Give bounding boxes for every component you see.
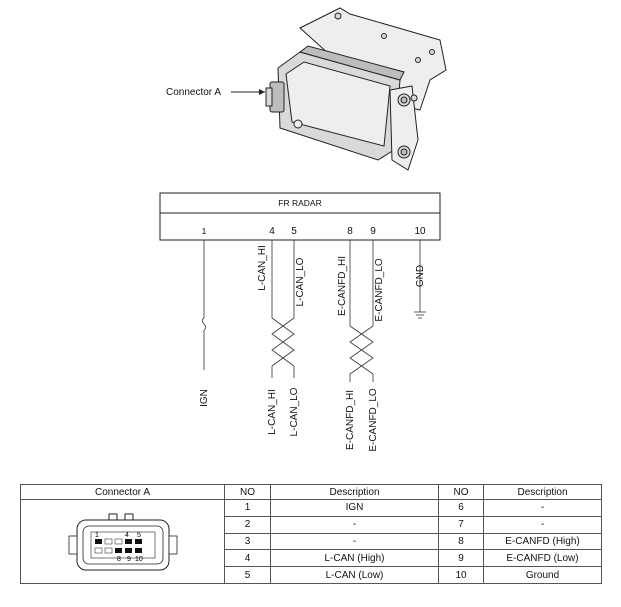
pin-no: 6 [438,499,484,517]
wire-end-label-ign: IGN [199,389,210,407]
pin-description: E-CANFD (Low) [483,549,602,568]
fr-radar-module-box [159,192,441,241]
face-label-9: 9 [127,556,131,563]
table-row: 2 - 7 - [21,515,602,534]
pin-number-5: 5 [291,226,297,237]
pin-description: IGN [270,499,439,517]
table-row: 5 L-CAN (Low) 10 Ground [21,566,602,584]
wire-label-gnd: GND [415,265,426,287]
connector-face-drawing: 1 4 5 8 9 10 [68,513,178,571]
header-connector: Connector A [20,484,225,500]
wire-pair-l-can [271,240,295,378]
wire-label-l-can-lo: L-CAN_LO [295,257,306,306]
pin-no: 4 [224,549,271,568]
wire-end-label-l-can-hi: L-CAN_HI [267,389,278,435]
pin-no: 8 [438,532,484,551]
pin-no: 2 [224,515,271,534]
callout-arrowhead [259,89,265,95]
pin-no: 7 [438,515,484,534]
header-no-2: NO [438,484,484,500]
connector-a-callout-label: Connector A [166,87,221,98]
wire-end-label-e-canfd-hi: E-CANFD_HI [345,390,356,450]
face-label-1: 1 [95,532,99,539]
header-description-2: Description [483,484,602,500]
wire-label-e-canfd-hi: E-CANFD_HI [337,256,348,316]
pin-number-4: 4 [269,226,275,237]
wire-pin-10 [414,240,426,319]
table-row: 1 4 5 8 9 10 1 IGN 6 - [20,499,602,584]
pin-no: 9 [438,549,484,568]
pin-description: - [483,515,602,534]
pin-description: L-CAN (Low) [270,566,439,584]
pin-description: Ground [483,566,602,584]
wire-label-e-canfd-lo: E-CANFD_LO [374,258,385,322]
wire-label-l-can-hi: L-CAN_HI [257,245,268,291]
pin-number-1: 1 [202,226,207,236]
connector-face-cell: 1 4 5 8 9 10 [20,499,225,584]
pin-description: - [483,499,602,517]
face-label-5: 5 [137,532,141,539]
table-row: 3 - 8 E-CANFD (High) [21,532,602,551]
pin-number-9: 9 [370,226,376,237]
module-title: FR RADAR [278,198,321,208]
pin-no: 3 [224,532,271,551]
radar-unit-illustration [265,7,447,171]
header-description-1: Description [270,484,439,500]
pin-number-10: 10 [414,226,426,237]
wire-pin-1 [201,240,207,370]
header-no-1: NO [224,484,271,500]
wire-end-label-l-can-lo: L-CAN_LO [289,387,300,436]
pin-no: 1 [224,499,271,517]
table-header-row: Connector A NO Description NO Descriptio… [20,484,602,500]
face-label-4: 4 [125,532,129,539]
wire-pair-e-canfd [349,240,374,382]
pin-no: 10 [438,566,484,584]
pin-description: L-CAN (High) [270,549,439,568]
connector-pin-table: Connector A NO Description NO Descriptio… [20,484,602,584]
table-row: 4 L-CAN (High) 9 E-CANFD (Low) [21,549,602,568]
face-label-8: 8 [117,556,121,563]
pin-description: - [270,515,439,534]
pin-number-8: 8 [347,226,353,237]
pin-description: E-CANFD (High) [483,532,602,551]
wire-end-label-e-canfd-lo: E-CANFD_LO [368,388,379,452]
pin-no: 5 [224,566,271,584]
wiring-diagram: Connector A FR RADAR 1 4 5 8 9 10 IGN L-… [159,7,447,452]
face-label-10: 10 [135,556,143,563]
pin-description: - [270,532,439,551]
